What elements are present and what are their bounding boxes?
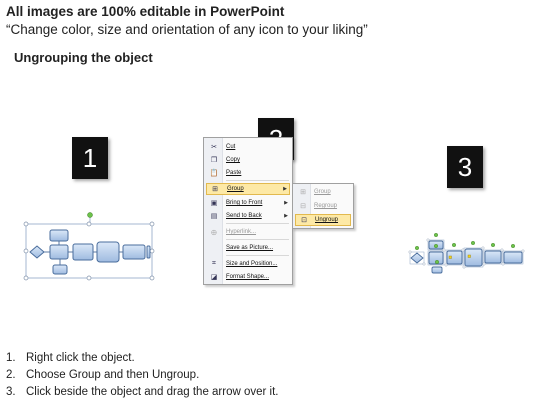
context-menu: ✂ Cut ❐ Copy 📋 Paste ⊞ Group ▶ ▣ Bring t… — [203, 137, 293, 285]
format-shape-icon: ◪ — [210, 274, 218, 281]
menu-item-size-and-position[interactable]: ⌗ Size and Position... — [206, 258, 290, 270]
menu-item-label: Send to Back — [226, 213, 262, 219]
hyperlink-icon: 🜨 — [211, 230, 217, 237]
step-item: 2.Choose Group and then Ungroup. — [6, 369, 200, 381]
menu-separator — [226, 255, 289, 256]
paste-icon: 📋 — [209, 170, 219, 177]
menu-item-label: Group — [227, 186, 244, 192]
group-submenu: ⊞ Group ⊟ Regroup ⊡ Ungroup — [292, 183, 354, 229]
menu-item-save-as-picture[interactable]: Save as Picture... — [206, 242, 290, 254]
menu-gutter — [204, 138, 223, 284]
submenu-arrow-icon: ▶ — [284, 200, 288, 206]
submenu-item-ungroup[interactable]: ⊡ Ungroup — [295, 214, 351, 226]
step-badge-3: 3 — [447, 146, 483, 188]
shape-selection-frames — [409, 239, 524, 268]
flow-box — [52, 264, 68, 275]
group-icon: ⊞ — [212, 186, 218, 193]
menu-item-label: Cut — [226, 144, 236, 150]
submenu-arrow-icon: ▶ — [283, 186, 287, 192]
menu-item-label: Size and Position... — [226, 261, 278, 267]
bring-front-icon: ▣ — [210, 200, 218, 207]
submenu-arrow-icon: ▶ — [284, 213, 288, 219]
menu-item-bring-to-front[interactable]: ▣ Bring to Front ▶ — [206, 197, 290, 209]
grouped-diagram[interactable] — [20, 210, 160, 282]
flow-box — [96, 241, 120, 263]
menu-item-label: Group — [314, 189, 331, 195]
flow-box — [503, 251, 523, 264]
menu-item-label: Save as Picture... — [226, 245, 274, 251]
flow-box — [49, 229, 69, 242]
resize-handles[interactable] — [408, 238, 525, 269]
flow-box — [484, 250, 502, 264]
menu-separator — [226, 239, 289, 240]
menu-item-send-to-back[interactable]: ▤ Send to Back ▶ — [206, 210, 290, 222]
scissors-icon: ✂ — [211, 144, 217, 151]
menu-separator — [226, 180, 289, 181]
page-subtitle: “Change color, size and orientation of a… — [6, 22, 368, 37]
flow-box — [464, 248, 483, 267]
adjustment-handles[interactable] — [448, 254, 471, 259]
rotation-handles[interactable] — [414, 232, 515, 265]
menu-separator — [226, 223, 289, 224]
diamond-shape — [29, 245, 45, 259]
step-item: 1.Right click the object. — [6, 352, 135, 364]
menu-item-label: Copy — [226, 157, 241, 163]
flow-box — [122, 244, 146, 260]
menu-item-label: Regroup — [314, 203, 338, 209]
flow-box — [446, 250, 463, 265]
page-title: All images are 100% editable in PowerPoi… — [6, 4, 285, 19]
menu-item-label: Paste — [226, 170, 242, 176]
menu-item-copy[interactable]: ❐ Copy — [206, 154, 290, 166]
rotation-handle[interactable] — [87, 212, 93, 218]
step-badge-1: 1 — [72, 137, 108, 179]
menu-item-label: Bring to Front — [226, 200, 263, 206]
regroup-icon: ⊟ — [300, 203, 306, 210]
menu-item-label: Ungroup — [315, 217, 339, 223]
flow-box — [72, 243, 94, 261]
send-back-icon: ▤ — [210, 213, 218, 220]
menu-item-label: Hyperlink... — [226, 229, 257, 235]
section-heading: Ungrouping the object — [14, 50, 153, 65]
submenu-item-regroup[interactable]: ⊟ Regroup — [295, 200, 351, 212]
size-position-icon: ⌗ — [212, 260, 216, 267]
menu-item-group[interactable]: ⊞ Group ▶ — [206, 183, 290, 195]
group-icon: ⊞ — [300, 189, 306, 196]
flow-box — [431, 266, 443, 274]
flow-box — [49, 244, 69, 260]
ungrouped-diagram[interactable] — [408, 228, 538, 278]
resize-handles[interactable] — [23, 221, 155, 281]
flow-box — [428, 251, 444, 265]
submenu-item-group[interactable]: ⊞ Group — [295, 186, 351, 198]
instruction-steps: 1.Right click the object. 2.Choose Group… — [6, 350, 279, 401]
menu-item-hyperlink[interactable]: 🜨 Hyperlink... — [206, 226, 290, 238]
flow-box — [146, 245, 151, 259]
menu-item-cut[interactable]: ✂ Cut — [206, 141, 290, 153]
menu-item-label: Format Shape... — [226, 274, 270, 280]
copy-icon: ❐ — [210, 157, 218, 164]
menu-item-paste[interactable]: 📋 Paste — [206, 167, 290, 179]
diamond-shape — [410, 252, 424, 264]
ungroup-icon: ⊡ — [301, 217, 307, 224]
step-item: 3.Click beside the object and drag the a… — [6, 386, 279, 398]
menu-item-format-shape[interactable]: ◪ Format Shape... — [206, 271, 290, 283]
